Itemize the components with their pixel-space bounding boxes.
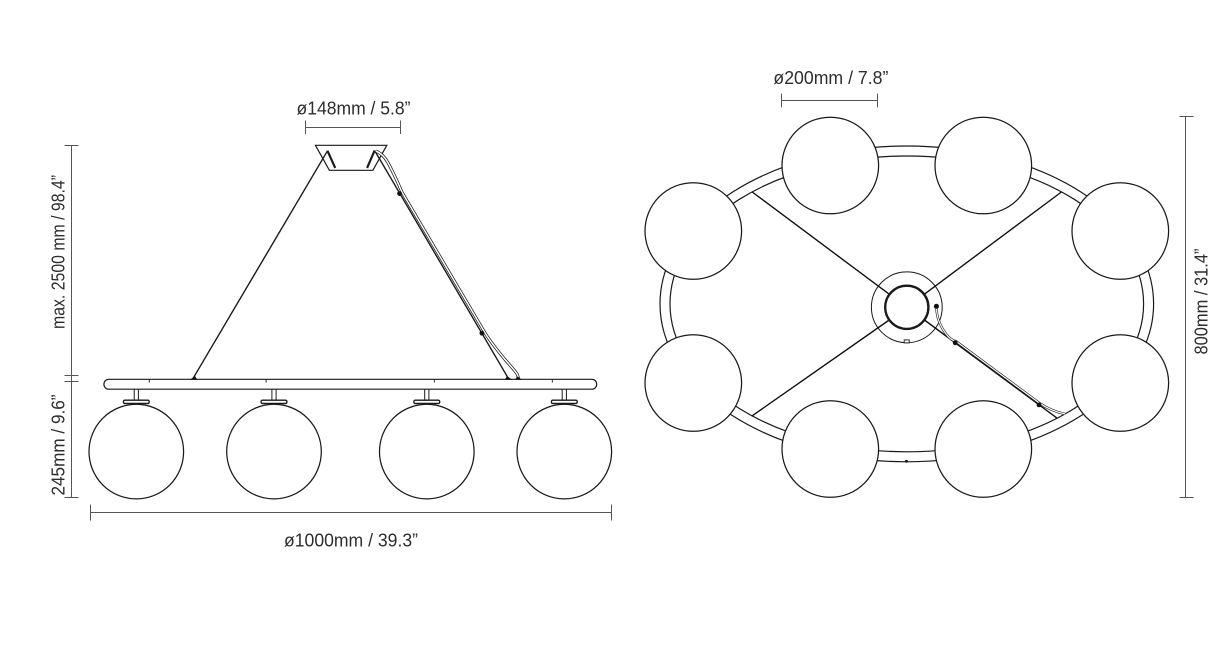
svg-text:ø148mm / 5.8”: ø148mm / 5.8” [297, 97, 411, 118]
svg-text:800mm / 31.4”: 800mm / 31.4” [1191, 249, 1212, 355]
svg-text:ø1000mm / 39.3”: ø1000mm / 39.3” [284, 529, 418, 550]
svg-text:ø200mm / 7.8”: ø200mm / 7.8” [773, 67, 888, 88]
svg-text:245mm / 9.6”: 245mm / 9.6” [48, 395, 69, 496]
svg-text:max. 2500 mm / 98.4”: max. 2500 mm / 98.4” [48, 175, 69, 329]
